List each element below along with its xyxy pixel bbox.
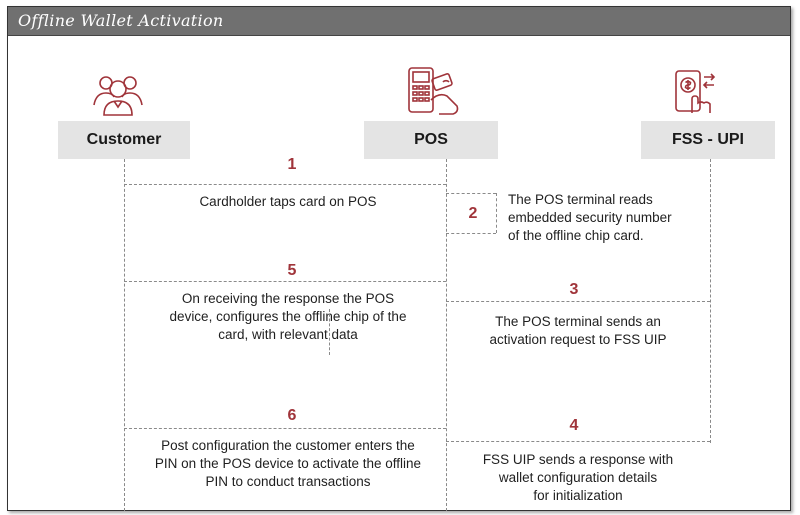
lifeline-customer bbox=[124, 159, 125, 511]
step-2-loop-top bbox=[446, 193, 496, 194]
step-5-number: 5 bbox=[287, 262, 297, 279]
step-5-text: On receiving the response the POS device… bbox=[169, 291, 407, 342]
pos-terminal-icon bbox=[408, 67, 459, 115]
step-4-text: FSS UIP sends a response with wallet con… bbox=[482, 452, 674, 503]
step-2-loop-bottom bbox=[446, 233, 496, 234]
step-4-arrow bbox=[446, 441, 710, 442]
diagram-title: Offline Wallet Activation bbox=[18, 11, 224, 30]
step-3-arrow bbox=[446, 301, 710, 302]
step-4-number: 4 bbox=[569, 417, 579, 434]
people-group-icon bbox=[93, 76, 143, 116]
step-5-arrow bbox=[124, 281, 446, 282]
step-6-arrow bbox=[124, 428, 446, 429]
step-2-loop-side bbox=[496, 193, 497, 233]
step-1-number: 1 bbox=[287, 156, 297, 173]
lifeline-pos bbox=[446, 159, 447, 511]
step-3-number: 3 bbox=[569, 281, 579, 298]
step-1-arrow bbox=[124, 184, 446, 185]
lifeline-fss-upi bbox=[710, 159, 711, 443]
actor-pos: POS bbox=[364, 121, 498, 159]
actor-customer: Customer bbox=[58, 121, 190, 159]
actor-fss-upi: FSS - UPI bbox=[641, 121, 775, 159]
step-2-text: The POS terminal reads embedded security… bbox=[508, 192, 672, 243]
title-bar: Offline Wallet Activation bbox=[8, 7, 790, 36]
step-6-text: Post configuration the customer enters t… bbox=[154, 438, 422, 489]
mobile-payment-icon bbox=[675, 70, 716, 113]
step-2-number: 2 bbox=[468, 205, 478, 222]
diagram-frame: Offline Wallet Activation bbox=[7, 6, 791, 511]
step-5-marker bbox=[329, 309, 330, 355]
step-6-number: 6 bbox=[287, 407, 297, 424]
step-3-text: The POS terminal sends an activation req… bbox=[489, 314, 667, 347]
step-1-text: Cardholder taps card on POS bbox=[199, 194, 377, 209]
